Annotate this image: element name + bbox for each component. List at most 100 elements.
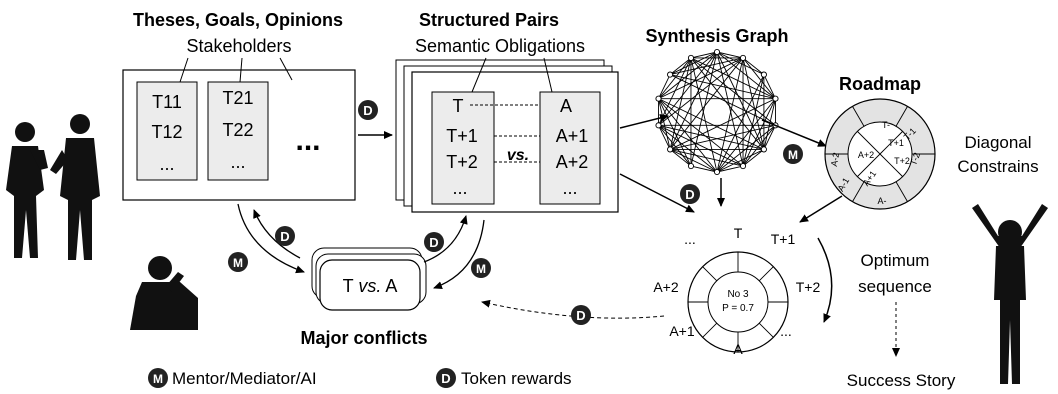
roadmap-segment: T-2 (908, 151, 922, 167)
graph-edge (658, 51, 718, 100)
graph-edge (690, 57, 718, 173)
graph-edge (669, 57, 744, 76)
sequence-center-value: P = 0.7 (722, 303, 754, 314)
graph-node (667, 146, 674, 153)
graph-edge (658, 125, 692, 167)
optimum-arrow (817, 237, 833, 323)
graph-edge (690, 165, 718, 173)
sequence-label: ... (684, 231, 696, 247)
graph-edge (690, 57, 765, 150)
arrow-pairs-to-sequence (619, 173, 695, 213)
synthesis-graph: Synthesis Graph (645, 26, 789, 176)
sequence-spoke (702, 322, 718, 338)
graph-node (760, 71, 767, 78)
graph-edge (742, 98, 776, 167)
graph-edges (658, 51, 776, 173)
sequence-label: ... (780, 323, 792, 339)
graph-edge (690, 51, 718, 167)
graph-node (772, 95, 779, 102)
roadmap-segment: T- (882, 120, 890, 130)
sequence-spoke (758, 322, 774, 338)
graph-edge (658, 98, 692, 167)
roadmap-segment: T+1 (888, 138, 904, 148)
graph-edge (658, 57, 744, 100)
success-silhouette-icon (972, 204, 1048, 384)
roadmap-side-label: Diagonal (964, 133, 1031, 152)
legend: M Mentor/Mediator/AI D Token rewards (148, 368, 572, 388)
graph-node (739, 163, 747, 170)
arrow-roadmap-to-sequence (799, 195, 843, 223)
sequence-label: T+1 (771, 231, 796, 247)
stakeholder-column-1 (136, 81, 198, 181)
graph-edge (658, 98, 744, 167)
mentor-icon: M (788, 148, 798, 162)
graph-edge (658, 57, 692, 126)
legend-token-label: Token rewards (461, 369, 572, 388)
legend-mentor-icon: M (153, 372, 163, 386)
legend-token-icon: D (441, 371, 450, 386)
sequence-label: T (734, 225, 743, 241)
graph-edge (716, 74, 765, 173)
sequence-label: T+2 (796, 279, 821, 295)
graph-edge (690, 57, 776, 100)
antithesis-item: A+2 (556, 152, 589, 172)
thesis-label: ... (159, 154, 174, 174)
thesis-item: T+1 (446, 126, 478, 146)
roadmap-inner-spoke (879, 153, 903, 177)
graph-edge (658, 124, 718, 173)
graph-edge (716, 51, 744, 167)
sequence-spoke (758, 266, 774, 282)
graph-edge (763, 125, 776, 150)
graph-edge (669, 74, 776, 100)
pairs-subtitle: Semantic Obligations (415, 36, 585, 56)
graph-edge (658, 98, 671, 150)
token-reward-icon: D (685, 187, 694, 202)
graph-node (655, 122, 662, 129)
stakeholders-title: Theses, Goals, Opinions (133, 10, 343, 30)
graph-edge (658, 57, 744, 126)
graph-edge (742, 57, 765, 150)
graph-edge (658, 98, 765, 150)
graph-title: Synthesis Graph (645, 26, 788, 46)
graph-edge (669, 57, 744, 150)
graph-edge (716, 124, 776, 173)
roadmap-segment: A+2 (858, 150, 874, 160)
graph-edge (658, 125, 671, 150)
graph-node (687, 54, 695, 61)
thesis-label: ... (230, 152, 245, 172)
more-stakeholders-ellipsis: ... (295, 124, 320, 157)
badge-d-dashed: D (571, 305, 591, 325)
thesis-item: ... (452, 178, 467, 198)
graph-nodes (655, 48, 779, 176)
roadmap-segment: A- (878, 196, 887, 206)
arrow-to-graph (619, 114, 669, 129)
graph-edge (716, 51, 765, 75)
token-reward-icon: D (576, 308, 585, 323)
graph-edge (669, 148, 744, 167)
roadmap-title: Roadmap (839, 74, 921, 94)
graph-edge (716, 57, 744, 173)
graph-edge (669, 98, 776, 150)
graph-node (713, 48, 721, 56)
badge-d-conflicts: D (424, 232, 444, 252)
graph-edge (763, 98, 776, 150)
sequence-label: A+2 (653, 279, 679, 295)
roadmap-spoke (852, 106, 865, 127)
pairs-block: Structured Pairs Semantic Obligations T … (395, 10, 619, 213)
thesis-item: T (453, 96, 464, 116)
graph-node (760, 146, 767, 153)
roadmap: Roadmap T- T-1 T-2 A- A-1 A-2 T+1 T+2 A+… (824, 74, 1039, 210)
graph-edge (669, 57, 692, 75)
graph-node (739, 54, 747, 61)
graph-edge (669, 149, 692, 167)
roadmap-segment: T+2 (894, 156, 910, 166)
mentor-icon: M (476, 262, 486, 276)
graph-edge (716, 165, 744, 173)
conflicts-title: Major conflicts (300, 328, 427, 348)
graph-edge (690, 57, 776, 126)
sequence-spoke (702, 266, 718, 282)
antithesis-item: A (560, 96, 572, 116)
graph-edge (658, 57, 692, 99)
graph-node (655, 95, 662, 102)
graph-edge (742, 125, 776, 167)
